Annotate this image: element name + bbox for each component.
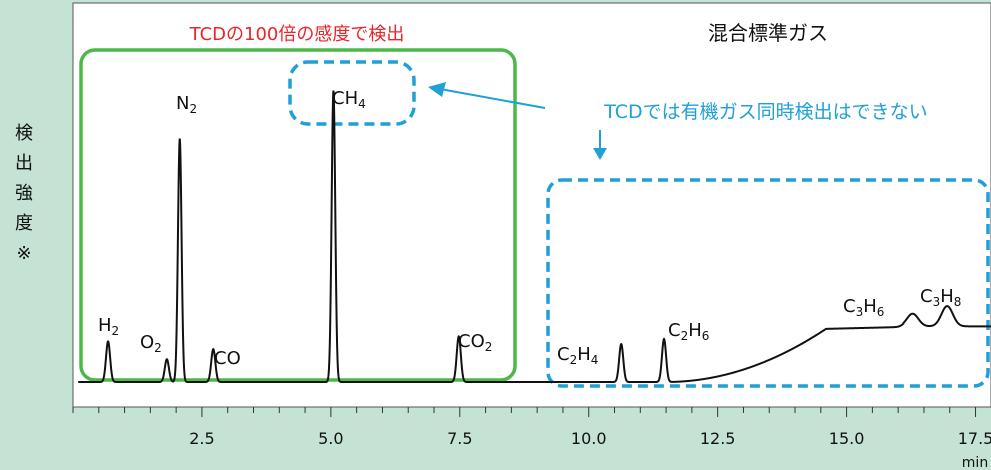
green-highlight-box <box>79 48 517 382</box>
peak-label-o2: O2 <box>140 332 162 355</box>
x-axis-label: min <box>962 455 988 470</box>
annotation-tcd-sensitivity: TCDの100倍の感度で検出 <box>189 24 405 45</box>
x-tick-label: 17.5 <box>958 429 991 448</box>
peak-label-n2: N2 <box>176 93 197 116</box>
x-tick-label: 2.5 <box>189 429 214 448</box>
blue-dashed-box-ch4 <box>288 60 416 126</box>
y-axis-label-char: 検 <box>15 123 33 144</box>
y-axis-label-char: ※ <box>16 243 31 264</box>
x-tick-label: 7.5 <box>447 429 472 448</box>
y-axis-label-char: 度 <box>15 213 33 234</box>
chart-title: 混合標準ガス <box>708 21 828 45</box>
peak-label-c3h8: C3H8 <box>920 286 961 309</box>
annotation-tcd-cannot: TCDでは有機ガス同時検出はできない <box>603 101 927 123</box>
x-axis-ticks: 2.5 5.0 7.5 10.0 12.5 15.0 17.5 <box>72 407 991 448</box>
arrow-to-ch4-head <box>428 82 446 97</box>
peak-label-co: CO <box>214 348 241 369</box>
peak-label-c2h4: C2H4 <box>557 344 598 367</box>
x-tick-label: 15.0 <box>829 429 865 448</box>
arrow-to-ch4-line <box>439 88 546 109</box>
y-axis-label-char: 強 <box>15 183 33 204</box>
blue-dashed-box-organic <box>546 178 990 388</box>
peak-label-c3h6: C3H6 <box>843 296 884 319</box>
peak-label-ch4: CH4 <box>332 88 366 111</box>
y-axis-label-char: 出 <box>15 153 33 174</box>
peak-label-co2: CO2 <box>458 331 492 354</box>
arrow-down-head <box>593 148 607 160</box>
peak-label-c2h6: C2H6 <box>668 320 709 343</box>
x-tick-label: 5.0 <box>318 429 343 448</box>
x-tick-label: 12.5 <box>700 429 736 448</box>
chromatogram-trace <box>78 90 991 383</box>
x-tick-label: 10.0 <box>571 429 607 448</box>
plot-area <box>72 2 991 408</box>
peak-label-h2: H2 <box>98 315 119 338</box>
